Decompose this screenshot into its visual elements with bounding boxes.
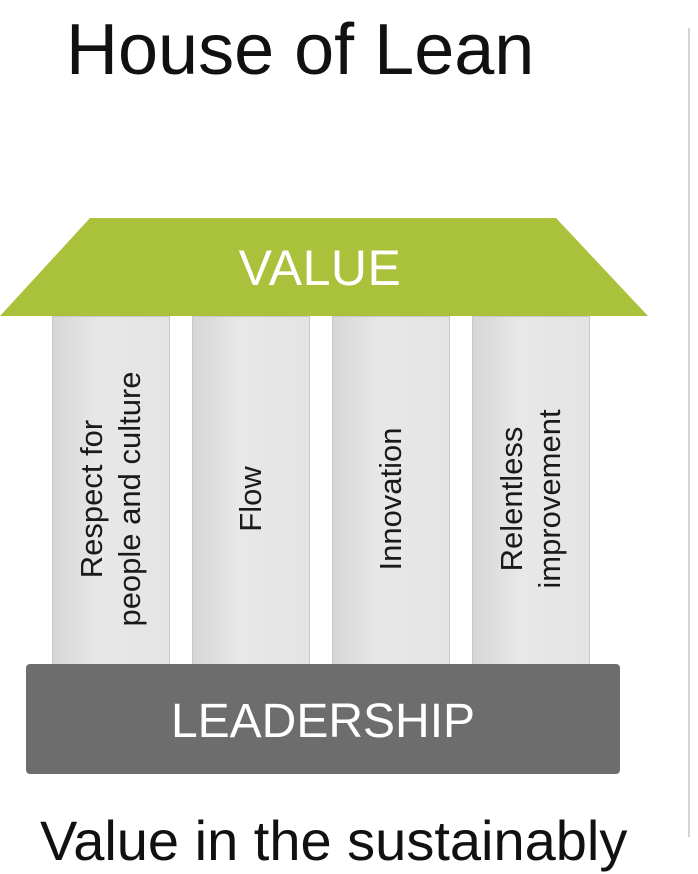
slide-divider bbox=[688, 28, 690, 837]
pillar-respect: Respect for people and culture bbox=[52, 316, 170, 680]
pillar-label: Relentless improvement bbox=[494, 408, 567, 589]
pillar-label: Innovation bbox=[373, 426, 408, 571]
caption-text: Value in the sustainably bbox=[40, 809, 628, 872]
pillar-label: Respect for people and culture bbox=[74, 370, 147, 627]
page-title: House of Lean bbox=[66, 10, 535, 90]
foundation-label: LEADERSHIP bbox=[170, 695, 476, 748]
foundation-base: LEADERSHIP bbox=[26, 664, 620, 774]
roof-label: VALUE bbox=[238, 240, 402, 296]
pillar-innovation: Innovation bbox=[332, 316, 450, 680]
pillar-relentless-improvement: Relentless improvement bbox=[472, 316, 590, 680]
pillar-label: Flow bbox=[233, 465, 268, 532]
pillar-flow: Flow bbox=[192, 316, 310, 680]
house-of-lean-slide: { "title": "House of Lean", "roof": { "l… bbox=[0, 10, 690, 872]
